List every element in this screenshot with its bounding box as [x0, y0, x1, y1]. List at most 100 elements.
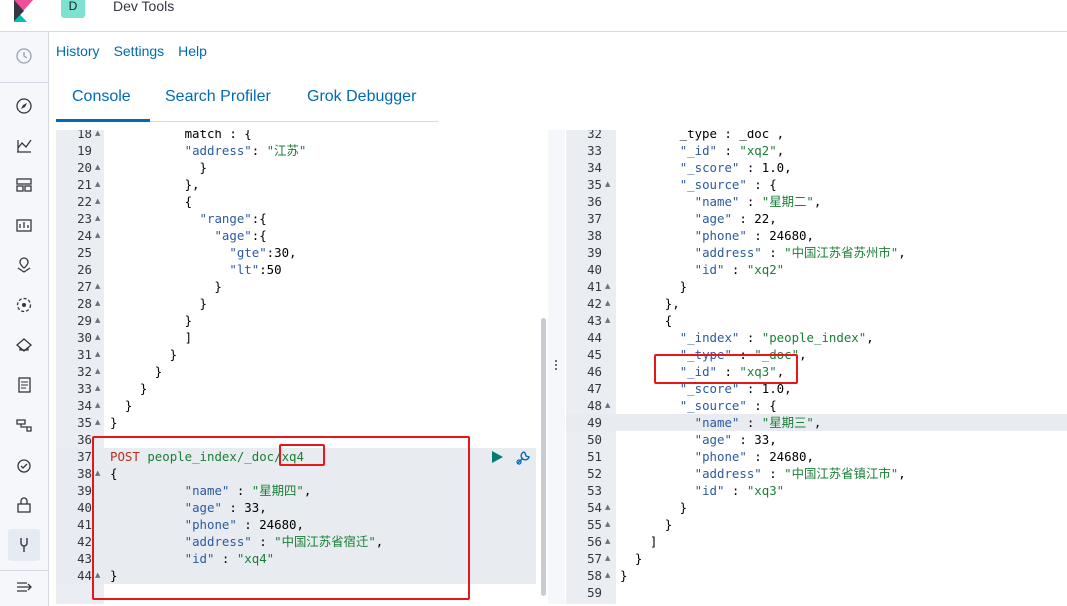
code-line[interactable]: POST people_index/_doc/xq4	[110, 449, 304, 464]
code-line[interactable]: ]	[110, 330, 193, 345]
clock-icon[interactable]	[12, 44, 36, 68]
fold-toggle-icon[interactable]: ▲	[95, 571, 101, 579]
code-line[interactable]: "_score" : 1.0,	[679, 160, 792, 175]
fold-toggle-icon[interactable]: ▲	[95, 299, 101, 307]
code-line[interactable]: "age" : 22,	[694, 211, 777, 226]
logs-icon[interactable]	[12, 373, 36, 397]
code-line[interactable]: "phone" : 24680,	[694, 228, 814, 243]
code-line[interactable]: "id" : "xq2"	[694, 262, 785, 277]
collapse-icon[interactable]	[12, 575, 36, 599]
fold-toggle-icon[interactable]: ▲	[95, 418, 101, 426]
code-line[interactable]: "name" : "星期三",	[694, 415, 822, 430]
code-line[interactable]: },	[110, 177, 200, 192]
uptime-icon[interactable]	[12, 453, 36, 477]
code-line[interactable]: "_id" : "xq2",	[679, 143, 785, 158]
space-avatar[interactable]: D	[61, 0, 85, 18]
menu-settings[interactable]: Settings	[113, 43, 165, 59]
fold-toggle-icon[interactable]: ▲	[95, 469, 101, 477]
code-line[interactable]: "_source" : {	[679, 177, 777, 192]
ml-icon[interactable]	[12, 293, 36, 317]
fold-toggle-icon[interactable]: ▲	[95, 130, 101, 137]
code-line[interactable]: "address" : "中国江苏省苏州市",	[694, 245, 906, 260]
code-line[interactable]: }	[110, 279, 222, 294]
tab-console[interactable]: Console	[72, 88, 131, 105]
fold-toggle-icon[interactable]: ▲	[605, 316, 611, 324]
code-line[interactable]: {	[620, 313, 673, 328]
fold-toggle-icon[interactable]: ▲	[95, 163, 101, 171]
code-line[interactable]: "id" : "xq4"	[184, 551, 275, 566]
fold-toggle-icon[interactable]: ▲	[605, 180, 611, 188]
code-line[interactable]: match : {	[110, 130, 252, 141]
fold-toggle-icon[interactable]: ▲	[605, 520, 611, 528]
code-line[interactable]: "age" : 33,	[694, 432, 777, 447]
siem-icon[interactable]	[12, 493, 36, 517]
code-line[interactable]: }	[110, 313, 193, 328]
code-line[interactable]: ]	[620, 534, 658, 549]
fold-toggle-icon[interactable]: ▲	[95, 350, 101, 358]
code-line[interactable]: "gte":30,	[229, 245, 297, 260]
play-icon[interactable]	[490, 450, 504, 464]
code-line[interactable]: }	[620, 279, 688, 294]
fold-toggle-icon[interactable]: ▲	[95, 367, 101, 375]
code-line[interactable]: "_source" : {	[679, 398, 777, 413]
code-line[interactable]: "phone" : 24680,	[184, 517, 304, 532]
fold-toggle-icon[interactable]: ▲	[605, 401, 611, 409]
code-line[interactable]: }	[110, 398, 133, 413]
code-line[interactable]: }	[110, 347, 178, 362]
code-line[interactable]: "_index" : "people_index",	[679, 330, 874, 345]
kibana-logo-icon[interactable]	[11, 0, 37, 22]
code-line[interactable]: _type : _doc ,	[620, 130, 785, 141]
apm-icon[interactable]	[12, 413, 36, 437]
fold-toggle-icon[interactable]: ▲	[95, 384, 101, 392]
code-line[interactable]: }	[110, 381, 148, 396]
code-line[interactable]: "name" : "星期二",	[694, 194, 822, 209]
fold-toggle-icon[interactable]: ▲	[605, 503, 611, 511]
code-line[interactable]: },	[620, 296, 680, 311]
response-output[interactable]: 32 _type : _doc ,33 "_id" : "xq2",34 "_s…	[566, 130, 1067, 604]
code-line[interactable]: "name" : "星期四",	[184, 483, 312, 498]
canvas-icon[interactable]	[12, 213, 36, 237]
code-line[interactable]: }	[620, 517, 673, 532]
code-line[interactable]: }	[110, 415, 118, 430]
editor-scrollbar[interactable]	[541, 318, 546, 596]
code-line[interactable]: }	[110, 296, 207, 311]
tab-grok-debugger[interactable]: Grok Debugger	[307, 88, 417, 105]
devtools-icon[interactable]	[8, 529, 40, 561]
fold-toggle-icon[interactable]: ▲	[605, 282, 611, 290]
code-line[interactable]: "range":{	[199, 211, 267, 226]
code-line[interactable]: }	[110, 160, 207, 175]
code-line[interactable]: "age":{	[214, 228, 267, 243]
code-line[interactable]: "address" : "中国江苏省镇江市",	[694, 466, 906, 481]
code-line[interactable]: "_score" : 1.0,	[679, 381, 792, 396]
menu-history[interactable]: History	[56, 43, 100, 59]
dashboard-icon[interactable]	[12, 173, 36, 197]
code-line[interactable]: }	[620, 551, 643, 566]
code-line[interactable]: "age" : 33,	[184, 500, 267, 515]
code-line[interactable]: }	[110, 364, 163, 379]
tab-search-profiler[interactable]: Search Profiler	[165, 88, 271, 105]
compass-icon[interactable]	[12, 94, 36, 118]
fold-toggle-icon[interactable]: ▲	[95, 282, 101, 290]
code-line[interactable]: "_id" : "xq3",	[679, 364, 785, 379]
visualize-icon[interactable]	[12, 133, 36, 157]
code-line[interactable]: "phone" : 24680,	[694, 449, 814, 464]
code-line[interactable]: "id" : "xq3"	[694, 483, 785, 498]
code-line[interactable]: {	[110, 194, 193, 209]
fold-toggle-icon[interactable]: ▲	[605, 299, 611, 307]
fold-toggle-icon[interactable]: ▲	[95, 333, 101, 341]
code-line[interactable]: }	[110, 568, 118, 583]
fold-toggle-icon[interactable]: ▲	[605, 554, 611, 562]
fold-toggle-icon[interactable]: ▲	[95, 214, 101, 222]
request-editor[interactable]: 18▲ match : {19 "address": "江苏"20▲ }21▲ …	[56, 130, 548, 604]
pane-resizer[interactable]	[548, 130, 565, 604]
code-line[interactable]: }	[620, 568, 628, 583]
code-line[interactable]: "address": "江苏"	[184, 143, 307, 158]
wrench-icon[interactable]	[514, 449, 532, 467]
code-line[interactable]: }	[620, 500, 688, 515]
fold-toggle-icon[interactable]: ▲	[95, 231, 101, 239]
maps-icon[interactable]	[12, 253, 36, 277]
code-line[interactable]: "address" : "中国江苏省宿迁",	[184, 534, 384, 549]
code-line[interactable]: "lt":50	[229, 262, 282, 277]
fold-toggle-icon[interactable]: ▲	[605, 537, 611, 545]
fold-toggle-icon[interactable]: ▲	[95, 180, 101, 188]
